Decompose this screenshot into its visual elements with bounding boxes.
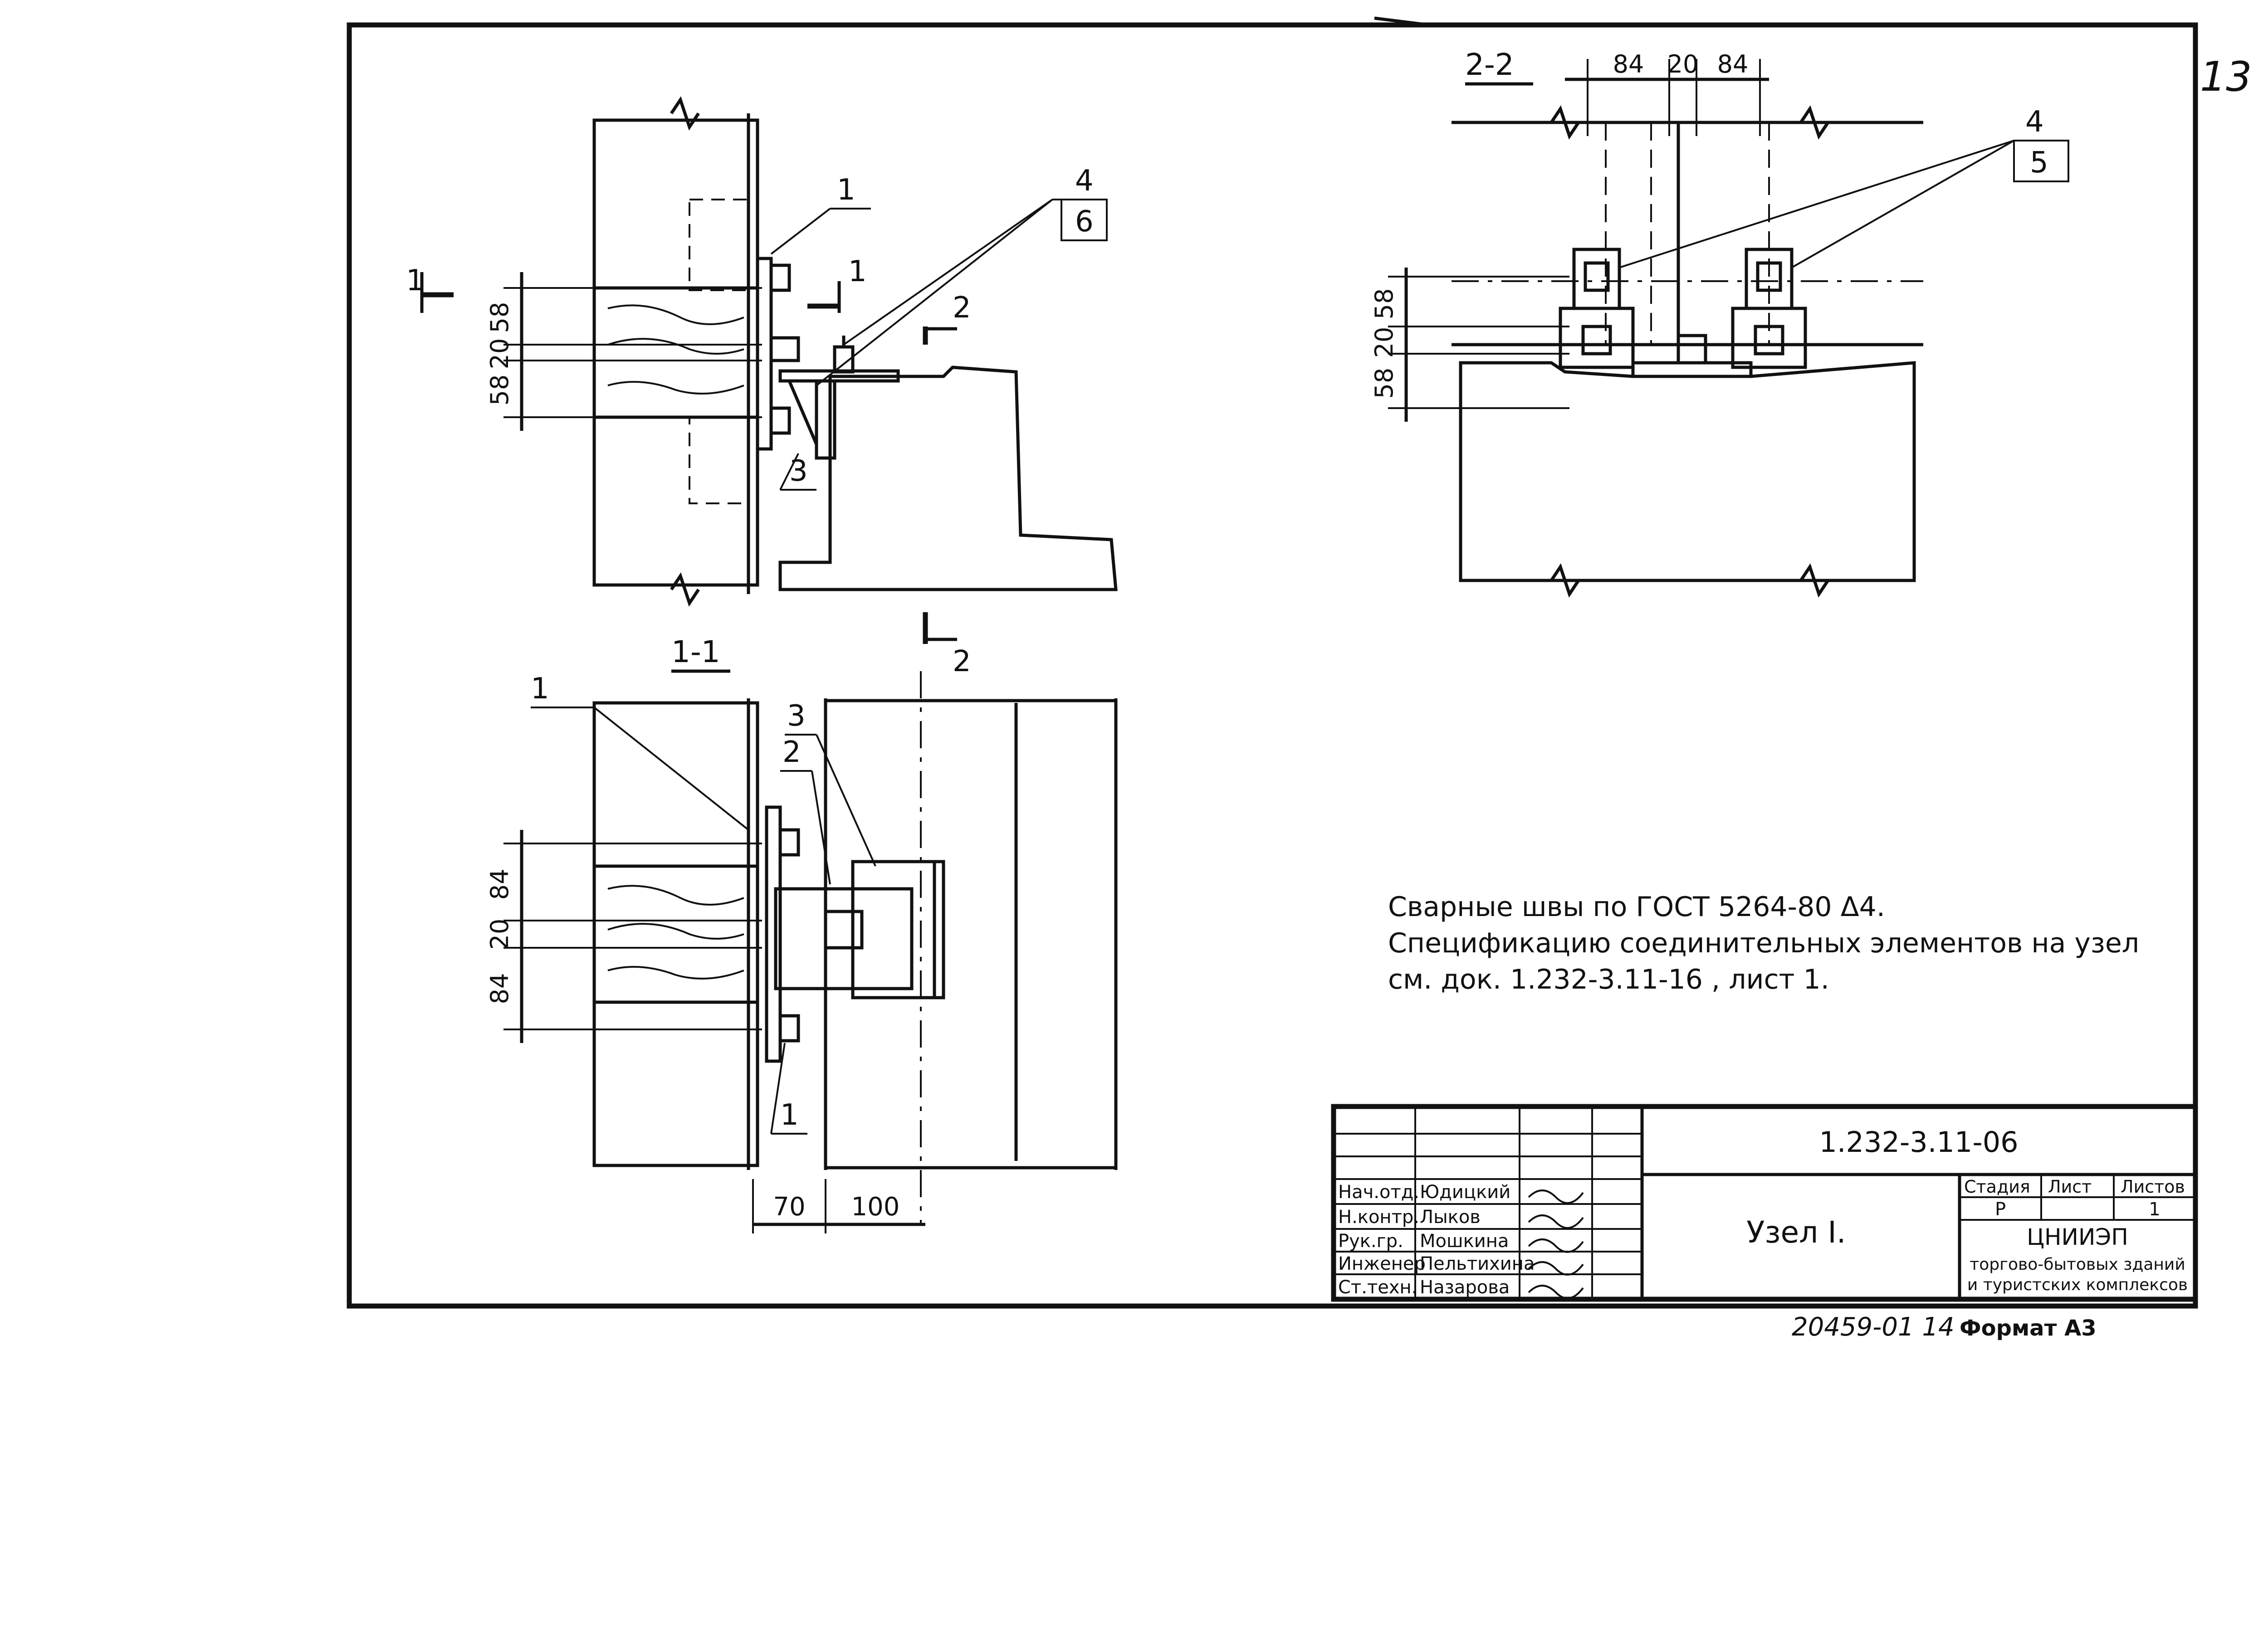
cut-marker-1-left: 1 xyxy=(406,264,425,297)
node-elevation-view: 58 20 58 1 1 2 2 1 3 4 6 xyxy=(406,96,1118,678)
dim-70: 70 xyxy=(773,1192,805,1222)
dim-20-22: 20 xyxy=(1370,327,1398,358)
section-2-2-view: 2-2 84 20 84 xyxy=(1370,47,2069,598)
dim-84-right: 84 xyxy=(1717,50,1749,78)
sheet-frame xyxy=(347,16,2198,1309)
people-role-4: Ст.техн. xyxy=(1338,1277,1417,1298)
section-1-1-label: 1-1 xyxy=(671,634,720,669)
dim-84-bottom: 84 xyxy=(485,973,514,1004)
callout-3-sec: 3 xyxy=(787,699,806,733)
dim-58-top: 58 xyxy=(485,302,514,333)
callout-1-bottom: 1 xyxy=(780,1098,799,1132)
callout-4: 4 xyxy=(1075,164,1094,198)
org-line-3: и туристских комплексов xyxy=(1967,1276,2188,1294)
title-block: Нач.отд. Юдицкий Н.контр. Лыков Рук.гр. … xyxy=(1331,1104,2198,1302)
people-role-3: Инженер xyxy=(1338,1253,1426,1274)
section-1-1-view: 1-1 84 20 84 70 100 xyxy=(485,634,1118,1233)
dim-20: 20 xyxy=(485,338,514,370)
people-role-0: Нач.отд. xyxy=(1338,1182,1419,1203)
dim-84-top: 84 xyxy=(485,869,514,900)
doc-code: 1.232-3.11-06 xyxy=(1819,1126,2018,1159)
note-line-2: Спецификацию соединительных элементов на… xyxy=(1388,927,2139,959)
drawing-title: Узел I. xyxy=(1746,1215,1846,1250)
dim-20-center: 20 xyxy=(1667,50,1699,78)
cut-marker-2-bottom: 2 xyxy=(953,645,971,678)
dim-58-bottom-22: 58 xyxy=(1370,368,1398,399)
callout-5-22: 5 xyxy=(2030,146,2048,180)
stage-value: Р xyxy=(1995,1199,2006,1220)
sheet-header: Лист xyxy=(2048,1177,2092,1197)
dim-84-left: 84 xyxy=(1613,50,1644,78)
callout-4-22: 4 xyxy=(2025,105,2044,139)
note-line-3: см. док. 1.232-3.11-16 , лист 1. xyxy=(1388,964,1829,995)
section-2-2-label: 2-2 xyxy=(1465,47,1514,82)
stage-header: Стадия xyxy=(1964,1177,2030,1197)
format-note: Формат А3 xyxy=(1960,1316,2097,1341)
dim-100: 100 xyxy=(851,1192,900,1222)
people-name-2: Мошкина xyxy=(1420,1231,1509,1252)
org-line-2: торгово-бытовых зданий xyxy=(1970,1255,2185,1274)
sheets-header: Листов xyxy=(2121,1177,2185,1197)
cut-marker-1-right: 1 xyxy=(848,255,867,288)
callout-3: 3 xyxy=(789,454,808,488)
people-name-3: Пельтихина xyxy=(1420,1253,1535,1274)
callout-6: 6 xyxy=(1075,205,1094,239)
notes-block: Сварные швы по ГОСТ 5264-80 Δ4. Специфик… xyxy=(1388,891,2139,995)
people-role-1: Н.контр. xyxy=(1338,1207,1419,1228)
people-name-4: Назарова xyxy=(1420,1277,1510,1298)
sheets-value: 1 xyxy=(2149,1199,2160,1220)
callout-1: 1 xyxy=(837,173,855,207)
archive-number: 20459-01 14 xyxy=(1792,1312,1955,1342)
cut-marker-2-top: 2 xyxy=(953,291,971,325)
dim-58-bottom: 58 xyxy=(485,375,514,406)
dim-20-mid: 20 xyxy=(485,919,514,950)
callout-2: 2 xyxy=(782,736,801,769)
people-name-1: Лыков xyxy=(1420,1207,1481,1228)
dim-58-top-22: 58 xyxy=(1370,288,1398,320)
people-role-2: Рук.гр. xyxy=(1338,1231,1403,1252)
people-name-0: Юдицкий xyxy=(1420,1182,1510,1203)
org-line-1: ЦНИИЭП xyxy=(2027,1224,2128,1250)
note-line-1: Сварные швы по ГОСТ 5264-80 Δ4. xyxy=(1388,891,1885,923)
callout-1-top: 1 xyxy=(531,672,549,706)
page-number: 13 xyxy=(2200,53,2252,101)
